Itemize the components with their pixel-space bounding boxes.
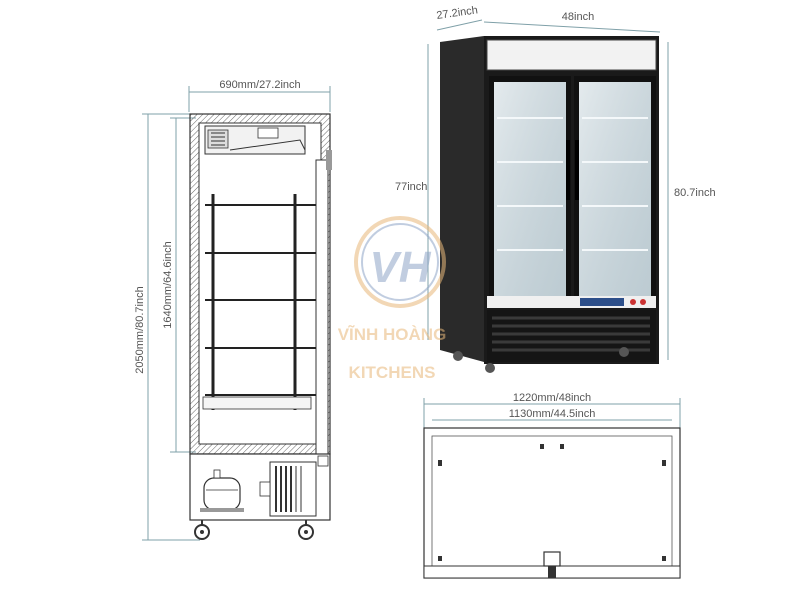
top-outer-width-label: 1220mm/48inch [513,392,591,404]
photo-width-label: 48inch [562,11,594,23]
shelf-clip [560,444,564,449]
watermark-line1: VĨNH HOÀNG [338,324,447,344]
caster-wheel-icon [619,347,629,357]
door-handle-bracket [543,551,561,567]
side-width-label: 690mm/27.2inch [219,79,300,91]
caster-wheel-icon [485,363,495,373]
shelf-clip [540,444,544,449]
watermark-ring [354,216,446,308]
side-inner-height-label: 1640mm/64.6inch [162,241,174,328]
photo-depth-dimension-line [436,19,483,31]
watermark-inner-ring [361,223,439,301]
watermark-logo: VH VĨNH HOÀNG KITCHENS [338,216,447,382]
shelf-clip [438,556,442,561]
door-hinge [326,150,332,170]
photo-width-dimension-line [483,21,661,33]
watermark-line2: KITCHENS [349,363,436,382]
shelf-clip [662,460,666,466]
top-plan-view: 1220mm/48inch 1130mm/44.5inch [423,392,681,579]
door-handle [548,566,556,578]
side-section-view: 690mm/27.2inch 2050mm/80.7inch 1640mm/64… [134,79,332,541]
base-vent-grille [487,310,656,362]
side-cabinet-interior [198,122,322,445]
left-glass-door [489,76,571,302]
caster-wheel-icon [194,520,210,540]
right-glass-door [574,76,656,302]
evaporator-unit [204,125,306,155]
shelf-clip [438,460,442,466]
indicator-light-icon [640,299,646,305]
bottom-shelf-tray [202,396,312,410]
compressor-icon [200,469,244,512]
photo-total-height-label: 80.7inch [674,187,716,199]
drain-port [317,455,329,467]
cabinet-side-panel [440,36,484,362]
temperature-display [580,298,624,306]
shelf-clip [662,556,666,561]
caster-wheel-icon [298,520,314,540]
photo-depth-label: 27.2inch [436,4,479,22]
header-light-box [486,39,657,71]
side-total-height-label: 2050mm/80.7inch [134,286,146,373]
shelves [202,204,316,410]
product-photo: 27.2inch 48inch 77inch 80.7inch [395,4,716,373]
watermark-monogram: VH [369,243,431,292]
side-door-profile [315,159,329,455]
caster-wheel-icon [453,351,463,361]
photo-door-height-label: 77inch [395,181,427,193]
top-inner-width-label: 1130mm/44.5inch [509,408,596,420]
condenser-icon [259,461,317,517]
indicator-light-icon [630,299,636,305]
